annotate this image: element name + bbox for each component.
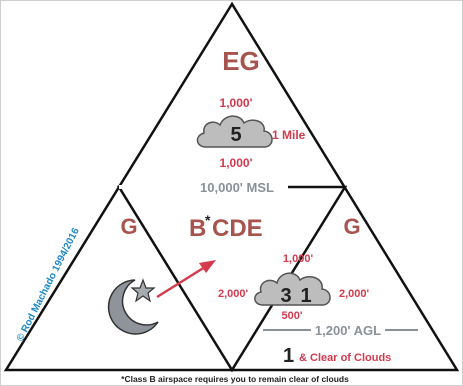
- right-cloud-number-right: 1: [300, 285, 311, 307]
- center-class-label-b: B: [189, 215, 206, 242]
- center-class-label-rest: CDE: [212, 215, 263, 242]
- bottom-visibility-number: 1: [283, 345, 294, 367]
- right-cloud-number-left: 3: [280, 285, 291, 307]
- left-class-label: G: [120, 214, 137, 239]
- top-below-clearance: 1,000': [220, 156, 253, 170]
- top-visibility-text: 1 Mile: [272, 128, 306, 142]
- right-left-clearance: 2,000': [218, 288, 249, 300]
- top-cloud-icon: [196, 115, 273, 148]
- msl-altitude-label: 10,000' MSL: [200, 180, 274, 195]
- right-cloud-icon: [254, 272, 331, 306]
- right-right-clearance: 2,000': [339, 288, 370, 300]
- msl-label-bg: [182, 179, 288, 195]
- bottom-clear-of-clouds: & Clear of Clouds: [299, 352, 391, 364]
- right-above-clearance: 1,000': [283, 253, 314, 265]
- agl-label-bg: [311, 322, 385, 338]
- top-above-clearance: 1,000': [220, 96, 253, 110]
- right-class-label: G: [343, 214, 360, 239]
- agl-altitude-label: 1,200' AGL: [315, 323, 381, 338]
- top-class-label: EG: [222, 46, 260, 76]
- right-below-clearance: 500': [282, 310, 303, 322]
- footnote-text: *Class B airspace requires you to remain…: [121, 374, 349, 384]
- direction-arrow: [156, 260, 216, 299]
- center-class-asterisk: *: [205, 212, 211, 228]
- moon-star-icon: [107, 278, 159, 335]
- top-visibility-number: 5: [230, 124, 241, 146]
